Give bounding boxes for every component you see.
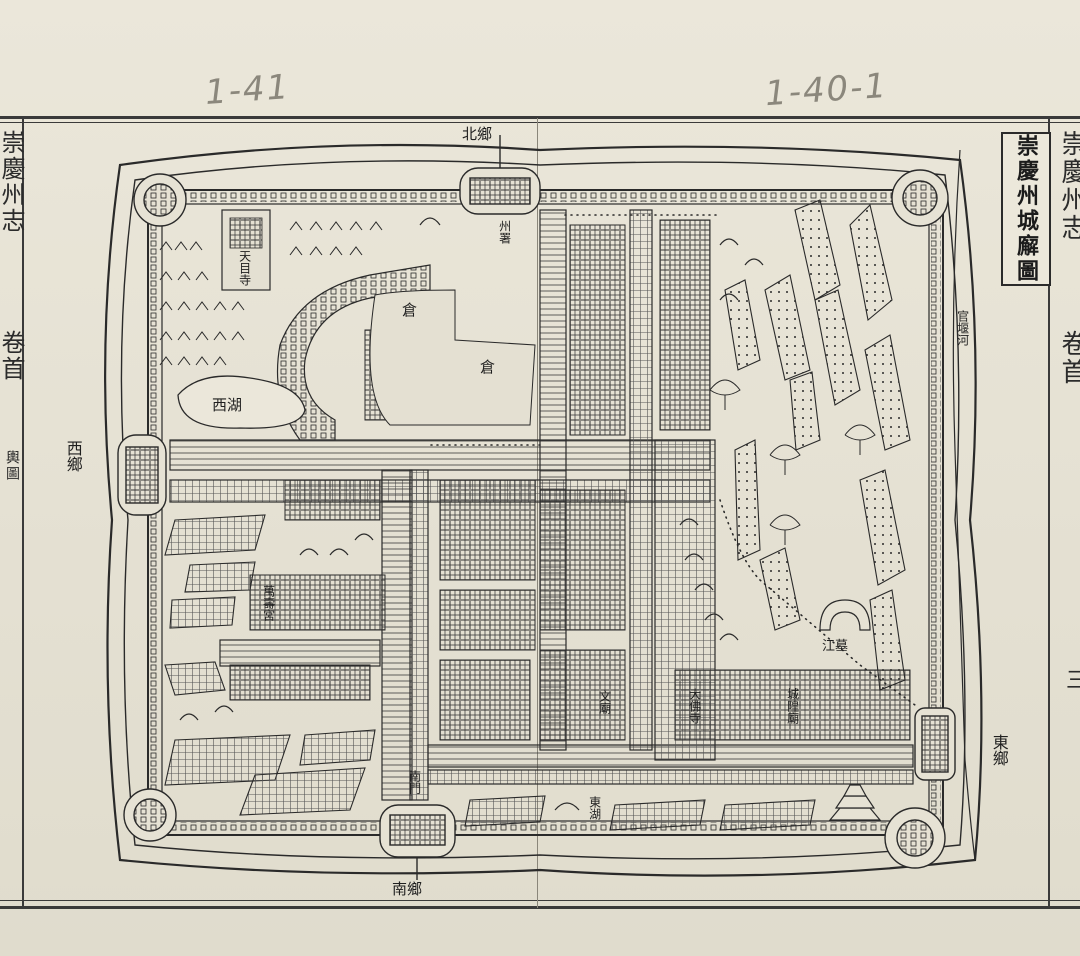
label-south-gate: 南門 — [407, 770, 422, 794]
label-south-township: 南鄉 — [392, 880, 423, 898]
label-dafo: 大佛寺 — [687, 688, 702, 724]
marsh-grass — [159, 221, 383, 366]
label-wenmiao: 文廟 — [597, 690, 612, 714]
right-margin-volume: 卷首 — [1057, 330, 1080, 386]
label-granary-2: 倉 — [480, 358, 496, 376]
top-rule — [0, 116, 1080, 119]
label-east-lake: 東湖 — [587, 796, 602, 820]
label-guan-river: 官堰河 — [955, 310, 970, 346]
label-north-township: 北鄉 — [462, 125, 493, 143]
center-fold — [537, 118, 538, 908]
right-frame-line — [1048, 118, 1050, 908]
left-frame-line — [22, 118, 24, 908]
corner-towers — [123, 169, 949, 869]
label-jiang-tomb: 江墓 — [822, 639, 849, 654]
dotted-paths — [429, 214, 916, 706]
gate-south — [379, 804, 456, 880]
granary-courtyard — [369, 289, 536, 426]
label-east-township: 東鄉 — [989, 734, 1009, 766]
wall-crenel-bottom — [150, 822, 941, 832]
top-rule-thin — [0, 122, 1080, 123]
dotted-fields — [724, 199, 911, 691]
label-tianri-temple: 天目寺 — [237, 250, 252, 286]
guan-river — [952, 149, 976, 861]
left-margin-sub: 輿圖 — [4, 450, 20, 482]
right-margin-title: 崇慶州志 — [1057, 130, 1080, 242]
moat-inner — [120, 160, 966, 860]
gate-north — [459, 135, 541, 215]
wall-crenel-top — [150, 192, 941, 202]
map-title-box: 崇慶州城廨圖 — [1001, 132, 1051, 286]
bottom-rule-thin — [0, 900, 1080, 901]
city-wall-inner — [161, 203, 930, 822]
right-margin-page: 三 — [1062, 668, 1080, 692]
label-wanshou: 萬壽宮 — [261, 585, 276, 621]
building-blocks — [229, 219, 911, 741]
west-lake — [177, 375, 306, 429]
hatched-fields — [164, 514, 816, 831]
label-granary-1: 倉 — [402, 301, 418, 319]
jiang-tomb — [819, 599, 871, 631]
gate-west — [117, 434, 167, 516]
east-lake — [554, 802, 580, 811]
label-yamen: 州署 — [497, 220, 512, 244]
left-margin-volume: 卷首 — [0, 330, 25, 382]
bottom-rule — [0, 906, 1080, 909]
wall-crenel-right — [931, 205, 941, 820]
label-west-lake: 西湖 — [212, 396, 243, 414]
pagoda — [828, 784, 882, 821]
gate-east — [914, 707, 956, 781]
left-margin-title: 崇慶州志 — [0, 130, 25, 234]
trees — [709, 379, 876, 545]
label-chenghuang: 城隍廟 — [785, 688, 800, 724]
map-title: 崇慶州城廨圖 — [1013, 134, 1039, 284]
label-west-township: 西鄉 — [63, 440, 83, 472]
